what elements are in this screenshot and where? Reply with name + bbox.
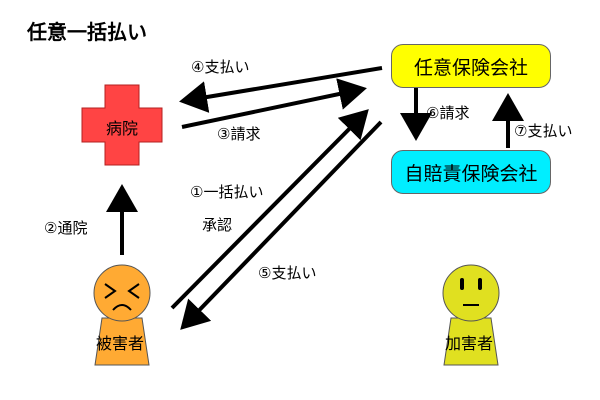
- edge-label-1b: 承認: [202, 216, 233, 234]
- edge-label-1: ①一括払い: [190, 183, 264, 201]
- page-title: 任意一括払い: [27, 20, 147, 44]
- edge-label-3: ③請求: [217, 125, 261, 143]
- hospital-cross-icon: [81, 84, 163, 166]
- edge-label-7: ⑦支払い: [514, 122, 573, 140]
- arrow-insurer-to-hospital: [179, 66, 383, 113]
- arrow-insurer-to-victim: [180, 120, 383, 330]
- hospital-label: 病院: [105, 119, 138, 138]
- victim-icon: [93, 264, 151, 366]
- arrow-hospital-to-insurer: [181, 78, 367, 129]
- insurer-box: 任意保険会社: [391, 44, 551, 88]
- perpetrator-label: 加害者: [445, 334, 494, 353]
- edge-label-2: ②通院: [44, 219, 88, 237]
- edge-label-6: ⑥請求: [426, 104, 470, 122]
- victim-label: 被害者: [96, 334, 145, 353]
- edge-label-4: ④支払い: [191, 58, 250, 76]
- arrow-victim-to-insurer: [170, 109, 369, 310]
- perpetrator-icon: [442, 264, 500, 366]
- jibaiseki-box: 自賠責保険会社: [391, 150, 551, 194]
- edge-label-5: ⑤支払い: [258, 264, 317, 282]
